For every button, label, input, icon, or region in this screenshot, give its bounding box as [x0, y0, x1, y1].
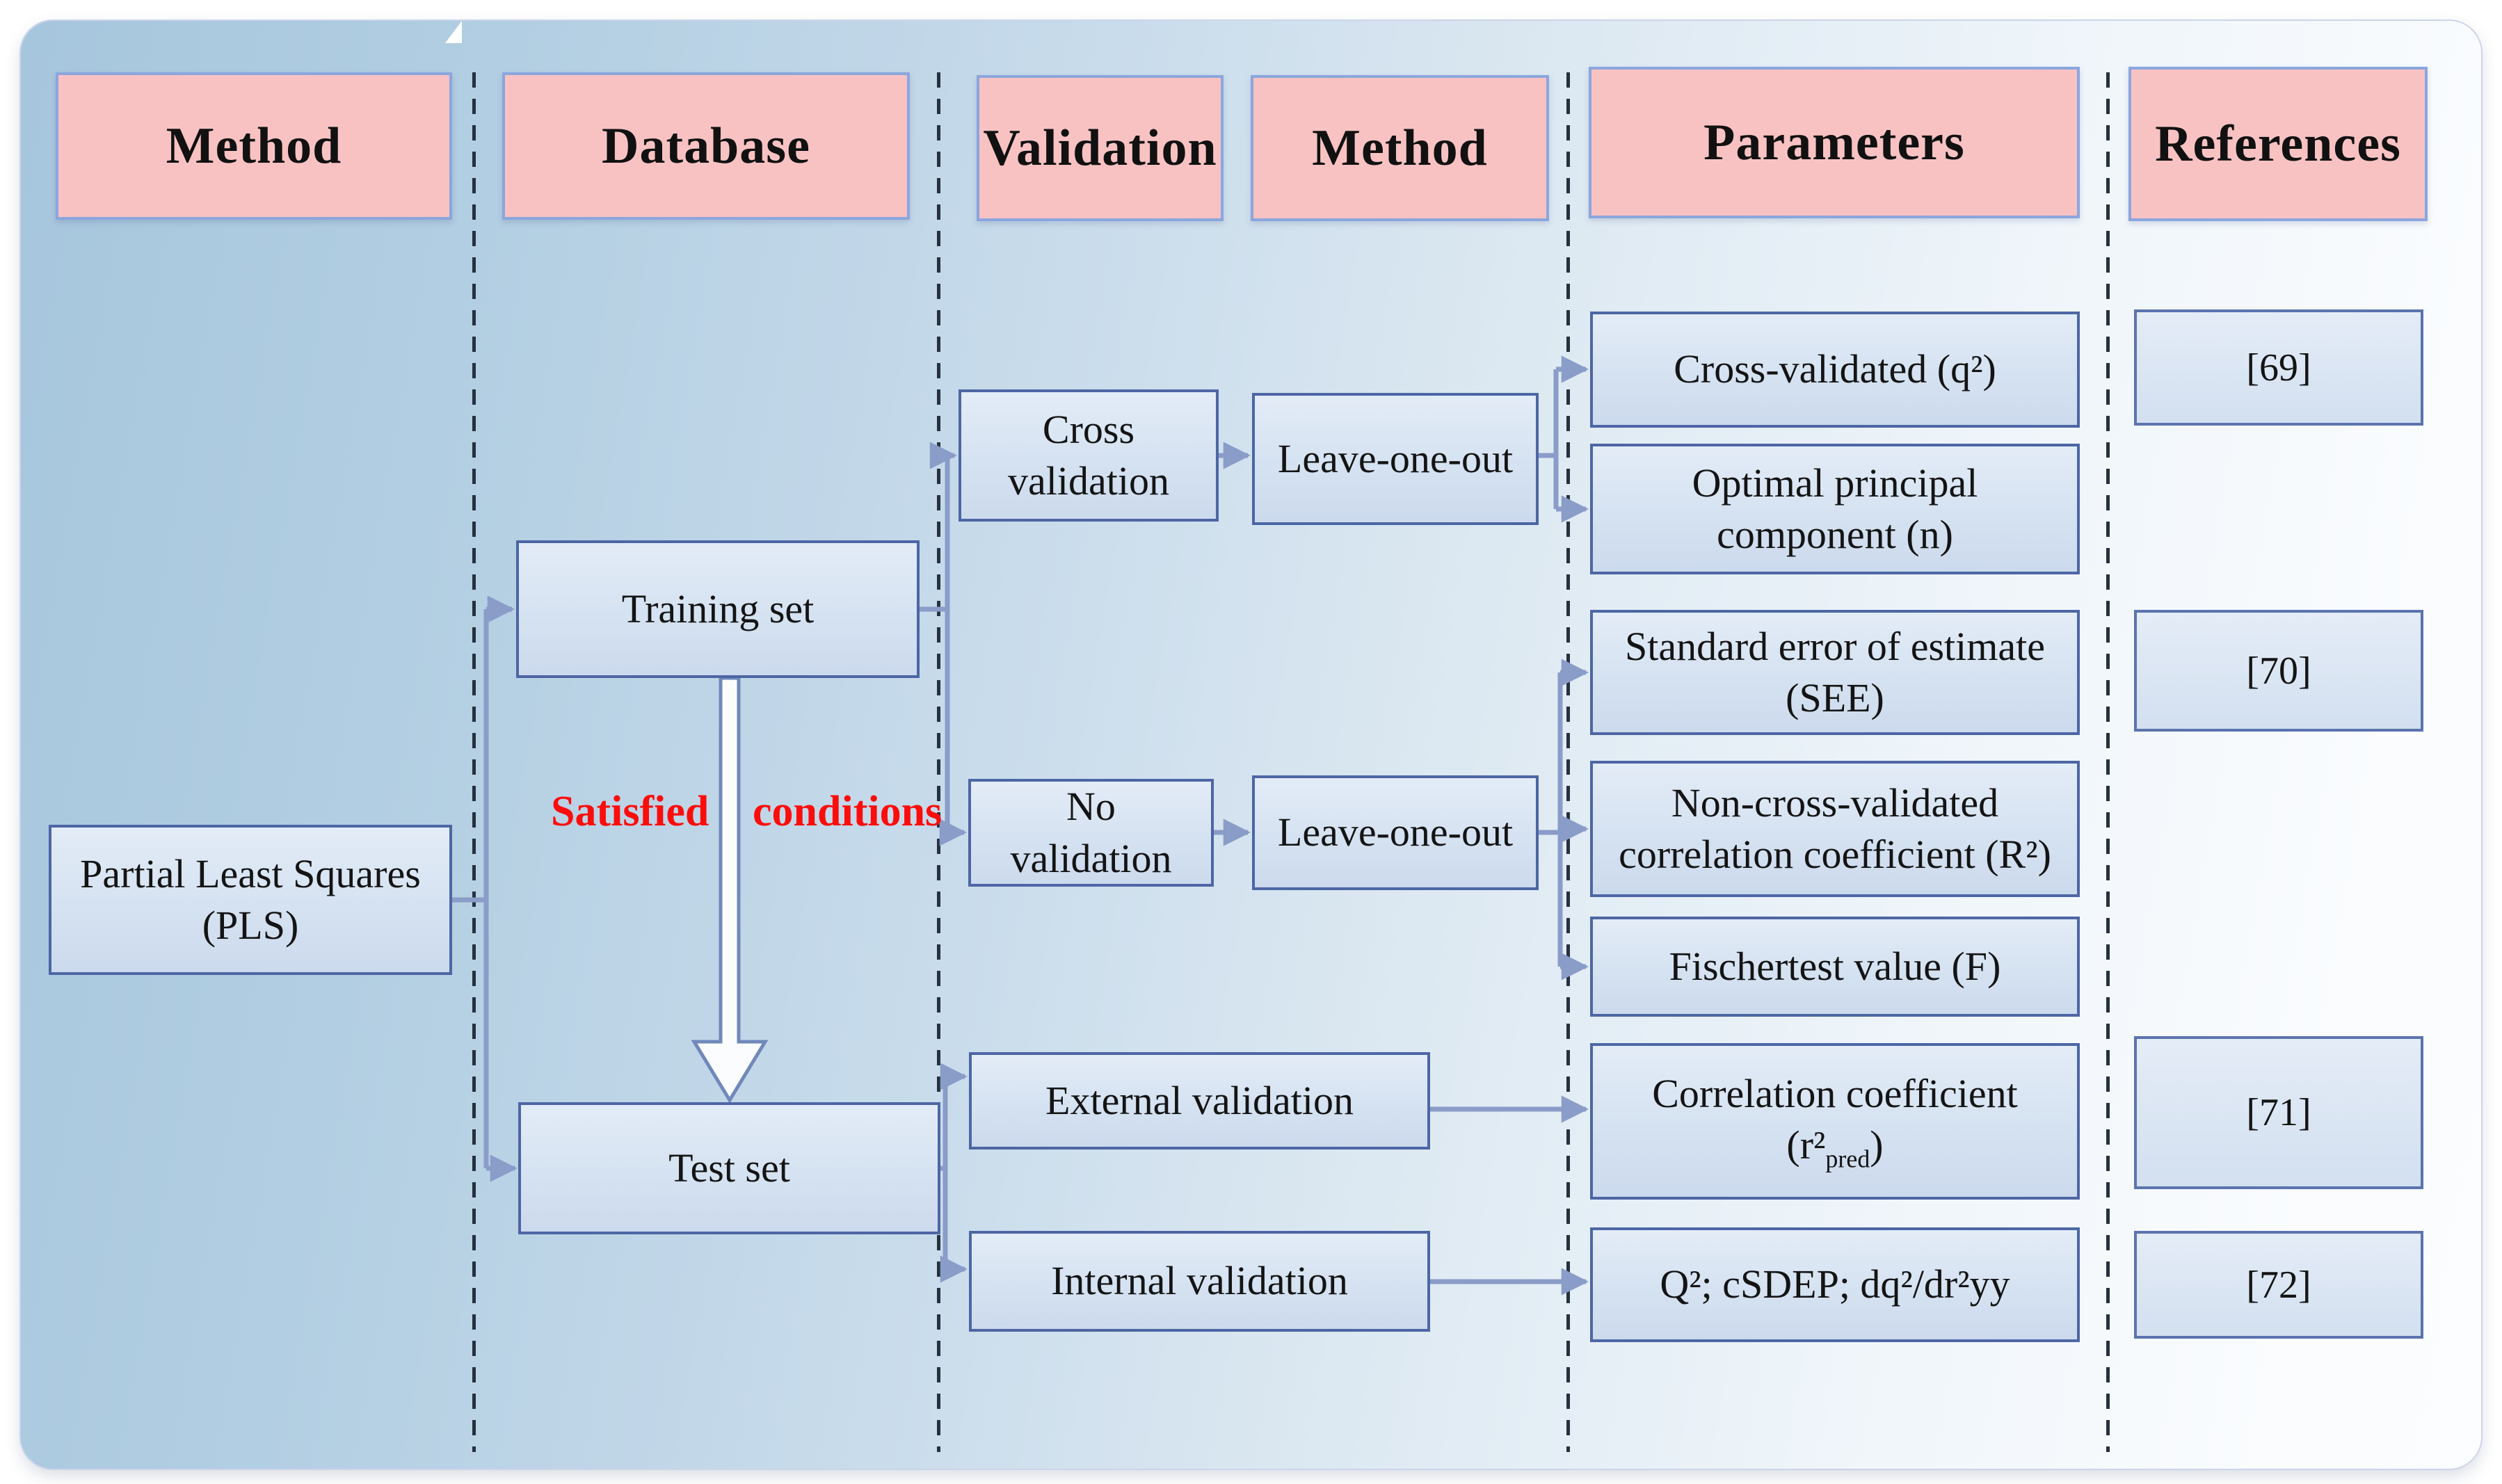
label-satisfied: Satisfied [551, 788, 709, 835]
node-ref-71-label: [71] [2246, 1091, 2311, 1134]
header-method: Method [56, 72, 452, 220]
node-cross-validation-label: Cross validation [1008, 406, 1169, 503]
node-non-cross-validated: Non-cross-validated correlation coeffici… [1590, 761, 2080, 897]
connector-loo-to-q2-params [1539, 355, 1589, 523]
header-method-2-label: Method [1312, 119, 1488, 177]
header-validation-label: Validation [983, 119, 1217, 177]
correlation-subscript: pred [1825, 1145, 1870, 1173]
node-pls: Partial Least Squares (PLS) [49, 825, 452, 975]
column-separator-4 [2106, 72, 2110, 1452]
connector-test-to-validations [940, 1063, 968, 1283]
node-ref-69: [69] [2134, 309, 2423, 426]
training-to-test-big-arrow [691, 676, 769, 1104]
header-references-label: References [2155, 115, 2401, 172]
header-method-2: Method [1251, 75, 1549, 221]
header-database-label: Database [602, 117, 810, 175]
node-training-set-label: Training set [621, 586, 815, 631]
node-ref-70: [70] [2134, 610, 2423, 732]
node-non-cross-validated-label: Non-cross-validated correlation coeffici… [1619, 780, 2051, 877]
node-fischertest: Fischertest value (F) [1590, 917, 2080, 1017]
node-correlation-coefficient-line1: Correlation coefficient [1652, 1070, 2018, 1116]
node-internal-validation: Internal validation [969, 1231, 1430, 1332]
node-training-set: Training set [516, 540, 920, 678]
node-q2-csdep-label: Q²; cSDEP; dq²/dr²yy [1660, 1261, 2010, 1307]
node-correlation-coefficient: Correlation coefficient (r²pred) [1590, 1043, 2080, 1200]
node-ref-72-label: [72] [2246, 1263, 2311, 1307]
node-standard-error-estimate: Standard error of estimate (SEE) [1590, 610, 2080, 735]
header-references: References [2128, 67, 2428, 221]
column-separator-1 [472, 72, 476, 1452]
node-leave-one-out-bottom-label: Leave-one-out [1277, 809, 1514, 855]
header-parameters: Parameters [1589, 67, 2080, 218]
node-no-validation: No validation [968, 779, 1214, 887]
node-leave-one-out-top: Leave-one-out [1252, 393, 1539, 525]
column-separator-2 [937, 72, 940, 1452]
node-external-validation: External validation [969, 1052, 1430, 1150]
header-parameters-label: Parameters [1703, 113, 1965, 171]
node-internal-validation-label: Internal validation [1051, 1258, 1348, 1304]
correlation-pre: (r² [1786, 1122, 1826, 1168]
node-fischertest-label: Fischertest value (F) [1669, 943, 2001, 989]
node-test-set: Test set [518, 1102, 940, 1234]
node-ref-69-label: [69] [2246, 346, 2311, 389]
node-leave-one-out-top-label: Leave-one-out [1277, 435, 1514, 481]
node-ref-70-label: [70] [2246, 649, 2311, 693]
header-method-label: Method [166, 117, 342, 175]
node-ref-72: [72] [2134, 1231, 2423, 1339]
node-optimal-principal-component: Optimal principal component (n) [1590, 444, 2080, 574]
header-validation: Validation [977, 75, 1224, 221]
node-leave-one-out-bottom: Leave-one-out [1252, 775, 1539, 890]
node-pls-label: Partial Least Squares (PLS) [80, 850, 421, 948]
connector-training-to-validations [920, 442, 967, 846]
node-q2-csdep: Q²; cSDEP; dq²/dr²yy [1590, 1227, 2080, 1342]
column-separator-3 [1566, 72, 1570, 1452]
node-correlation-coefficient-line2: (r²pred) [1786, 1120, 1883, 1175]
label-conditions: conditions [753, 788, 943, 835]
node-cross-validation: Cross validation [959, 389, 1219, 522]
node-optimal-principal-component-label: Optimal principal component (n) [1692, 460, 1978, 557]
node-ref-71: [71] [2134, 1036, 2423, 1189]
node-standard-error-estimate-label: Standard error of estimate (SEE) [1625, 623, 2045, 720]
header-database: Database [502, 72, 910, 220]
node-test-set-label: Test set [668, 1145, 790, 1191]
node-external-validation-label: External validation [1045, 1077, 1354, 1123]
node-cross-validated-q2-label: Cross-validated (q²) [1674, 346, 1996, 392]
correlation-post: ) [1870, 1122, 1884, 1168]
node-cross-validated-q2: Cross-validated (q²) [1590, 312, 2080, 428]
connector-pls-to-sets [448, 595, 518, 1182]
node-no-validation-label: No validation [1010, 784, 1172, 881]
connector-loo-to-see-params [1539, 659, 1589, 981]
